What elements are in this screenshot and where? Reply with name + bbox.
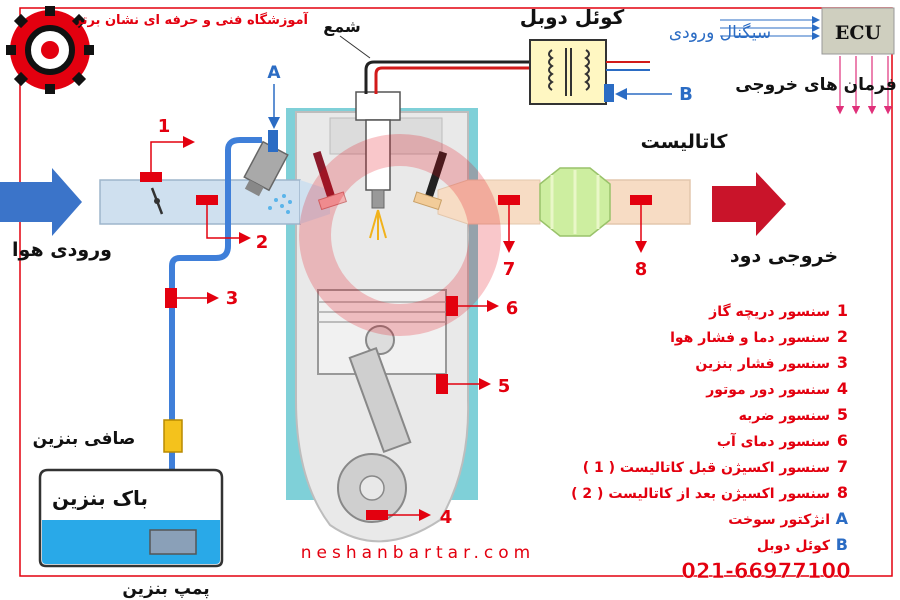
marker-2: 2 <box>256 232 269 253</box>
coil-wire-black <box>364 60 530 94</box>
exhaust-valve <box>413 151 448 211</box>
marker-a: A <box>267 63 281 83</box>
legend-text: سنسور فشار بنزین <box>695 356 830 372</box>
institute-title: آموزشگاه فنی و حرفه ای نشان برتر <box>74 11 309 28</box>
legend-key: 4 <box>837 379 848 398</box>
legend-item: 7 سنسور اکسیژن قبل کاتالیست ( 1 ) <box>583 457 848 476</box>
legend-key: 5 <box>837 405 848 424</box>
sensor-7-oxygen-pre <box>498 195 520 205</box>
fuel-pump <box>149 529 197 555</box>
marker-4: 4 <box>440 507 453 528</box>
spark-plug-label: شمع <box>323 17 360 36</box>
legend-text: سنسور اکسیژن بعد از کاتالیست ( 2 ) <box>571 486 830 502</box>
fuel-filter <box>163 419 183 453</box>
fuel-pump-label: پمپ بنزین <box>122 579 209 599</box>
sensor-1-arrow <box>150 136 195 172</box>
watermark-ring <box>299 134 501 336</box>
legend-key: 8 <box>837 483 848 502</box>
fuel-spray-icon <box>268 194 292 214</box>
marker-3: 3 <box>226 288 239 309</box>
sensor-1-throttle <box>140 172 162 182</box>
sensor-2-air <box>196 195 218 205</box>
catalyst-label: کاتالیست <box>641 131 729 153</box>
ignition-coil <box>529 39 607 105</box>
marker-6: 6 <box>506 298 519 319</box>
fuel-line <box>169 137 262 512</box>
legend-item: 5 سنسور ضربه <box>739 405 848 424</box>
intake-port <box>300 180 330 224</box>
coil-label: کوئل دوبل <box>520 5 625 29</box>
legend-text: سنسور دور موتور <box>705 382 830 398</box>
sensor-3-fuel-pressure <box>165 288 177 308</box>
page-frame <box>19 7 893 577</box>
marker-b: B <box>679 84 693 105</box>
legend-key: 3 <box>837 353 848 372</box>
institute-logo <box>6 6 94 94</box>
intake-valve <box>312 151 347 211</box>
legend-text: کوئل دوبل <box>757 538 831 554</box>
legend-key: B <box>836 535 848 554</box>
injector-connector-a <box>268 130 278 152</box>
input-signal-label: سیگنال ورودی <box>669 22 771 43</box>
sensor-5-knock <box>436 374 448 394</box>
fuel-tank-label: باک بنزین <box>52 486 148 510</box>
spark-plug-boot <box>355 91 401 121</box>
phone-number: 021-66977100 <box>681 559 850 583</box>
marker-7: 7 <box>503 259 516 280</box>
legend: 1 سنسور دریچه گاز 2 سنسور دما و فشار هوا… <box>571 301 848 554</box>
marker-8: 8 <box>635 259 648 280</box>
fuel-filter-label: صافی بنزین <box>33 429 136 449</box>
legend-text: سنسور اکسیژن قبل کاتالیست ( 1 ) <box>583 460 830 476</box>
spark-plug-tip <box>371 189 385 209</box>
exhaust-outlet-arrow <box>712 172 786 236</box>
ecu-label: ECU <box>835 22 882 44</box>
legend-item: 6 سنسور دمای آب <box>717 431 848 450</box>
air-inlet-arrow <box>0 168 82 236</box>
sensor-8-oxygen-post <box>630 195 652 205</box>
exhaust-port <box>437 179 541 225</box>
legend-text: انژکتور سوخت <box>728 512 830 528</box>
legend-item: 3 سنسور فشار بنزین <box>695 353 848 372</box>
coil-connector-b <box>604 84 614 102</box>
marker-1: 1 <box>158 116 171 137</box>
legend-item: B کوئل دوبل <box>757 535 848 554</box>
legend-key: A <box>836 509 849 528</box>
legend-key: 1 <box>837 301 848 320</box>
coil-wire-red <box>374 66 530 94</box>
marker-5: 5 <box>498 376 511 397</box>
connecting-rod <box>348 346 412 454</box>
legend-text: سنسور دما و فشار هوا <box>670 330 830 346</box>
crank-journal <box>359 475 385 501</box>
piston-pin <box>365 325 395 355</box>
coil-icon <box>548 48 590 96</box>
spark-plug-leader <box>339 35 371 59</box>
output-commands-label: فرمان های خروجی <box>735 75 897 95</box>
legend-key: 2 <box>837 327 848 346</box>
legend-item: 2 سنسور دما و فشار هوا <box>670 327 848 346</box>
legend-item: 4 سنسور دور موتور <box>705 379 848 398</box>
sensor-4-rpm <box>366 510 388 520</box>
air-input-label: ورودی هوا <box>12 239 112 261</box>
ecu-box <box>821 7 895 55</box>
throttle-pivot <box>154 198 160 204</box>
legend-key: 6 <box>837 431 848 450</box>
sensor-2-arrow <box>206 205 251 244</box>
sensor-6-coolant <box>446 296 458 316</box>
legend-text: سنسور ضربه <box>739 408 830 424</box>
website-text: neshanbartar.com <box>301 543 535 563</box>
legend-item: 8 سنسور اکسیژن بعد از کاتالیست ( 2 ) <box>571 483 848 502</box>
legend-item: 1 سنسور دریچه گاز <box>708 301 848 320</box>
exhaust-output-label: خروجی دود <box>730 245 838 267</box>
legend-text: سنسور دریچه گاز <box>708 303 830 320</box>
legend-key: 7 <box>837 457 848 476</box>
legend-item: A انژکتور سوخت <box>728 509 848 528</box>
spark-icon <box>369 209 387 240</box>
legend-text: سنسور دمای آب <box>717 432 830 450</box>
